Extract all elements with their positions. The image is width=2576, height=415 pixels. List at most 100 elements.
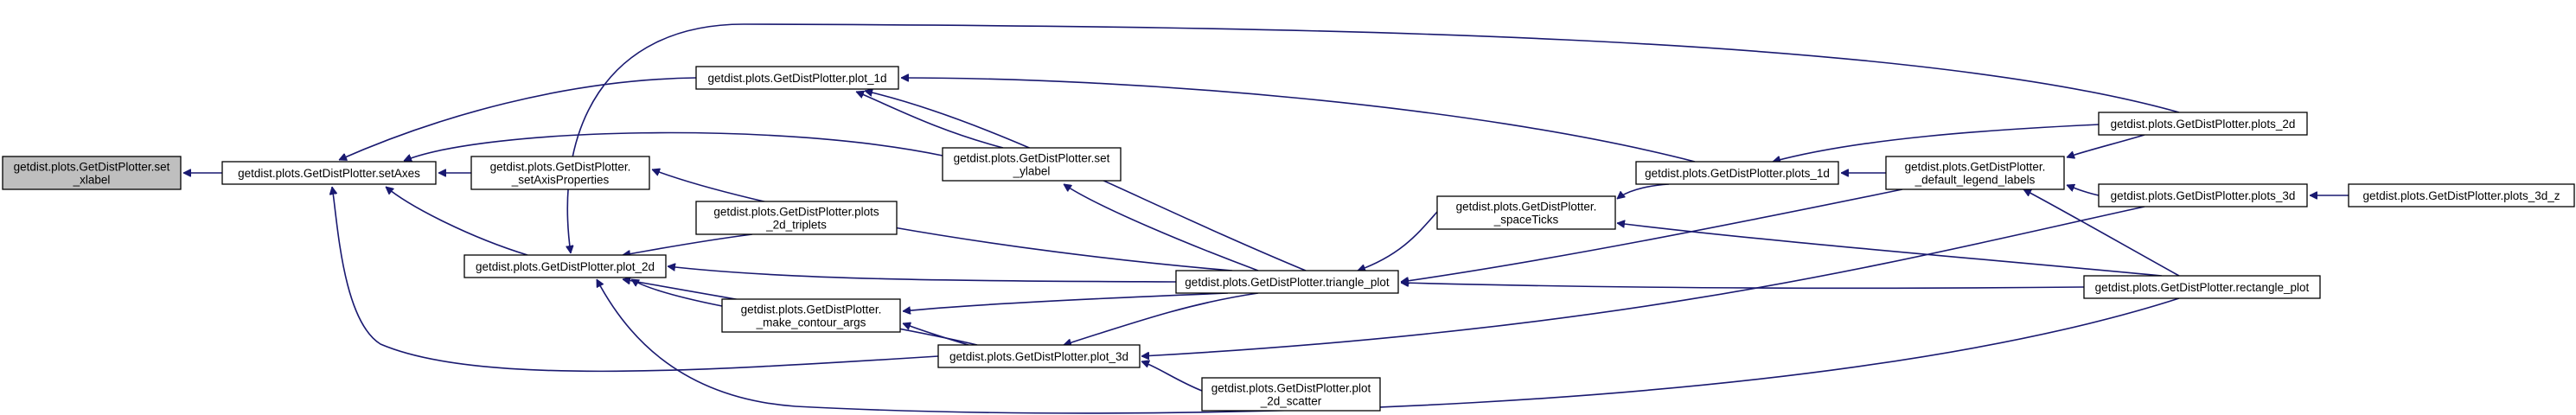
node-plot-2d[interactable]: getdist.plots.GetDistPlotter.plot_2d	[463, 254, 667, 278]
edge-rectangle_plot-to-spaceTicks	[1617, 223, 2163, 277]
node-make-contour-args[interactable]: getdist.plots.GetDistPlotter._make_conto…	[721, 298, 901, 333]
edge-line	[623, 233, 753, 255]
edge-line	[1617, 223, 2163, 277]
node-label-line: _xlabel	[73, 174, 111, 187]
node-box	[695, 201, 898, 235]
node-plots-2d-triplets[interactable]: getdist.plots.GetDistPlotter.plots_2d_tr…	[695, 201, 898, 235]
node-box	[1635, 161, 1839, 185]
node-label-line: _2d_triplets	[765, 219, 827, 232]
node-plots-1d[interactable]: getdist.plots.GetDistPlotter.plots_1d	[1635, 161, 1839, 185]
edge-plot_2d_scatter-to-plot_3d	[1141, 361, 1203, 392]
node-plots-3d[interactable]: getdist.plots.GetDistPlotter.plots_3d	[2098, 183, 2308, 208]
node-box	[1201, 377, 1381, 412]
node-label-line: getdist.plots.GetDistPlotter.	[1905, 161, 2046, 174]
node-box	[2098, 112, 2308, 136]
edge-plots_2d-to-default_legend_labels	[2067, 134, 2145, 157]
edge-triangle_plot-to-plot_3d	[1064, 292, 1259, 345]
edge-rectangle_plot-to-plot_2d	[596, 279, 2180, 414]
node-box	[2098, 183, 2308, 208]
edge-plot_1d-to-setAxes	[339, 77, 697, 160]
edge-plot_2d-to-setAxes	[386, 187, 528, 256]
node-label-line: _spaceTicks	[1493, 214, 1559, 227]
node-label-line: getdist.plots.GetDistPlotter.plots_3d_z	[2362, 189, 2560, 202]
edge-plot_3d-to-setAxes	[332, 187, 939, 373]
edge-line	[856, 92, 1004, 149]
node-spaceTicks[interactable]: getdist.plots.GetDistPlotter._spaceTicks	[1436, 195, 1616, 230]
node-plots-2d[interactable]: getdist.plots.GetDistPlotter.plots_2d	[2098, 112, 2308, 136]
node-label-line: getdist.plots.GetDistPlotter.plot	[1211, 382, 1371, 395]
edge-plots_1d-to-spaceTicks	[1617, 183, 1670, 200]
node-label-line: getdist.plots.GetDistPlotter.triangle_pl…	[1185, 276, 1390, 289]
node-label-line: getdist.plots.GetDistPlotter.plot_2d	[476, 260, 655, 273]
edge-plots_1d-to-plot_1d	[901, 78, 1696, 163]
node-label-line: getdist.plots.GetDistPlotter.plots	[713, 206, 879, 219]
node-label-line: getdist.plots.GetDistPlotter.plot_1d	[707, 72, 886, 85]
node-label-line: getdist.plots.GetDistPlotter.plots_1d	[1645, 167, 1830, 180]
node-set-ylabel[interactable]: getdist.plots.GetDistPlotter.set_ylabel	[942, 147, 1122, 182]
node-label-line: getdist.plots.GetDistPlotter.	[741, 303, 882, 316]
node-setAxisProperties[interactable]: getdist.plots.GetDistPlotter._setAxisPro…	[470, 156, 650, 190]
node-box	[2083, 275, 2321, 299]
node-triangle-plot[interactable]: getdist.plots.GetDistPlotter.triangle_pl…	[1175, 270, 1399, 294]
edge-line	[1064, 183, 1259, 271]
edge-triangle_plot-to-set_ylabel	[1064, 183, 1259, 271]
edge-line	[903, 292, 1229, 311]
edge-plots_2d-to-plot_2d	[567, 23, 2180, 253]
edge-line	[1401, 188, 1903, 282]
edge-line	[2067, 185, 2100, 196]
node-plot-3d[interactable]: getdist.plots.GetDistPlotter.plot_3d	[937, 344, 1141, 368]
edge-line	[596, 279, 2180, 414]
node-setAxes[interactable]: getdist.plots.GetDistPlotter.setAxes	[221, 161, 437, 185]
node-label-line: getdist.plots.GetDistPlotter.set	[14, 161, 170, 174]
edge-line	[339, 77, 697, 160]
node-plot-2d-scatter[interactable]: getdist.plots.GetDistPlotter.plot_2d_sca…	[1201, 377, 1381, 412]
node-label-line: _ylabel	[1013, 165, 1051, 178]
node-label-line: _2d_scatter	[1260, 395, 1322, 408]
node-box	[937, 344, 1141, 368]
edge-plots_2d-to-plots_1d	[1773, 124, 2100, 162]
edge-rectangle_plot-to-triangle_plot	[1401, 283, 2085, 290]
node-label-line: _setAxisProperties	[511, 174, 610, 187]
node-label-line: _default_legend_labels	[1914, 174, 2036, 187]
edge-plots_2d_triplets-to-plot_2d	[623, 233, 753, 255]
edge-line	[567, 23, 2180, 253]
node-plots-3d-z[interactable]: getdist.plots.GetDistPlotter.plots_3d_z	[2348, 183, 2575, 208]
edges-layer	[183, 23, 2349, 414]
node-default-legend-labels[interactable]: getdist.plots.GetDistPlotter._default_le…	[1885, 156, 2065, 190]
node-box	[2, 156, 182, 190]
node-label-line: getdist.plots.GetDistPlotter.setAxes	[238, 167, 420, 180]
node-label-line: getdist.plots.GetDistPlotter.	[490, 161, 631, 174]
edge-line	[1617, 183, 1670, 200]
node-box	[1436, 195, 1616, 230]
node-plot-1d[interactable]: getdist.plots.GetDistPlotter.plot_1d	[695, 66, 899, 90]
node-set-xlabel[interactable]: getdist.plots.GetDistPlotter.set_xlabel	[2, 156, 182, 190]
node-box	[463, 254, 667, 278]
node-label-line: getdist.plots.GetDistPlotter.	[1456, 201, 1597, 214]
edge-plots_3d-to-plot_3d	[1141, 206, 2145, 356]
node-box	[470, 156, 650, 190]
node-box	[721, 298, 901, 333]
node-box	[1175, 270, 1399, 294]
node-box	[2348, 183, 2575, 208]
edge-line	[901, 78, 1696, 163]
edge-line	[1141, 361, 1203, 392]
edge-line	[903, 323, 969, 346]
node-label-line: getdist.plots.GetDistPlotter.set	[954, 152, 1110, 165]
edge-triangle_plot-to-plot_2d	[668, 266, 1177, 283]
edge-line	[1064, 292, 1259, 345]
node-box	[695, 66, 899, 90]
node-box	[1885, 156, 2065, 190]
edge-line	[332, 187, 939, 373]
edge-line	[386, 187, 528, 256]
edge-line	[2067, 134, 2145, 157]
edge-plot_3d-to-make_contour_args	[903, 323, 969, 346]
node-rectangle-plot[interactable]: getdist.plots.GetDistPlotter.rectangle_p…	[2083, 275, 2321, 299]
edge-line	[668, 266, 1177, 283]
node-label-line: getdist.plots.GetDistPlotter.plots_2d	[2111, 118, 2296, 131]
node-label-line: getdist.plots.GetDistPlotter.plots_3d	[2111, 189, 2296, 202]
edge-line	[1773, 124, 2100, 162]
node-label-line: getdist.plots.GetDistPlotter.rectangle_p…	[2095, 281, 2310, 294]
node-label-line: getdist.plots.GetDistPlotter.plot_3d	[949, 350, 1128, 363]
